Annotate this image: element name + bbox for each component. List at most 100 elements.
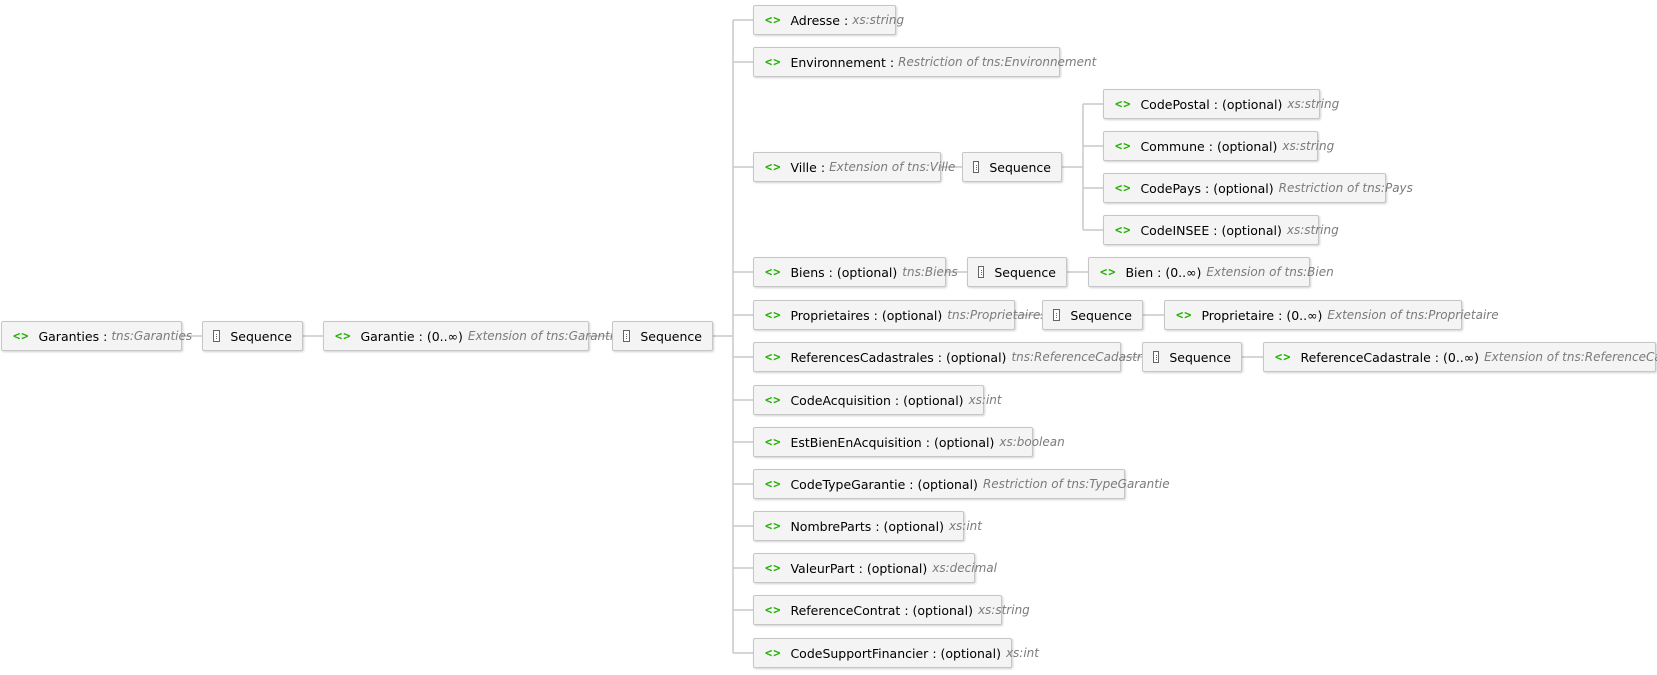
sequence-icon bbox=[973, 161, 980, 173]
element-icon: <> bbox=[1100, 265, 1117, 279]
element-type: xs:decimal bbox=[932, 561, 997, 575]
element-name: Biens bbox=[790, 264, 825, 280]
name-separator: : bbox=[1205, 180, 1210, 196]
name-separator: : bbox=[873, 307, 878, 323]
element-icon: <> bbox=[765, 350, 782, 364]
element-type: Restriction of tns:TypeGarantie bbox=[982, 477, 1170, 491]
element-codepostal[interactable]: <> CodePostal: (optional) xs:string bbox=[1103, 89, 1339, 119]
sequence-proprietaires[interactable]: Sequence bbox=[1042, 300, 1143, 330]
name-separator: : bbox=[1208, 138, 1213, 154]
element-type: xs:int bbox=[1005, 646, 1039, 660]
name-separator: : bbox=[932, 645, 937, 661]
element-type: tns:Biens bbox=[902, 265, 958, 279]
element-codeacquisition[interactable]: <> CodeAcquisition: (optional) xs:int bbox=[753, 385, 1002, 415]
element-biens[interactable]: <> Biens: (optional) tns:Biens bbox=[753, 257, 958, 287]
element-name: EstBienEnAcquisition bbox=[790, 434, 922, 450]
sequence-biens[interactable]: Sequence bbox=[967, 257, 1067, 287]
name-separator: : bbox=[904, 602, 909, 618]
element-type: Extension of tns:Garantie bbox=[467, 329, 621, 343]
element-estbienenacquisition[interactable]: <> EstBienEnAcquisition: (optional) xs:b… bbox=[753, 427, 1065, 457]
element-name: Garantie bbox=[360, 328, 415, 344]
element-type: xs:string bbox=[1287, 97, 1340, 111]
element-name: ReferenceCadastrale bbox=[1300, 349, 1431, 365]
element-icon: <> bbox=[765, 13, 782, 27]
element-type: Restriction of tns:Environnement bbox=[898, 55, 1097, 69]
name-separator: : bbox=[909, 476, 914, 492]
sequence-garantie[interactable]: Sequence bbox=[612, 321, 713, 351]
element-referencescadastrales[interactable]: <> ReferencesCadastrales: (optional) tns… bbox=[753, 342, 1166, 372]
element-occurrence: (optional) bbox=[933, 434, 995, 450]
element-icon: <> bbox=[13, 329, 30, 343]
name-separator: : bbox=[1157, 264, 1162, 280]
sequence-icon bbox=[1153, 351, 1160, 363]
element-name: NombreParts bbox=[790, 518, 872, 534]
element-valeurpart[interactable]: <> ValeurPart: (optional) xs:decimal bbox=[753, 553, 997, 583]
name-separator: : bbox=[1213, 96, 1218, 112]
element-codeinsee[interactable]: <> CodeINSEE: (optional) xs:string bbox=[1103, 215, 1339, 245]
element-name: Ville bbox=[790, 159, 817, 175]
name-separator: : bbox=[844, 12, 849, 28]
element-occurrence: (optional) bbox=[946, 349, 1007, 365]
name-separator: : bbox=[889, 54, 895, 70]
element-icon: <> bbox=[1115, 139, 1132, 153]
element-environnement[interactable]: <> Environnement: Restriction of tns:Env… bbox=[753, 47, 1096, 77]
element-bien[interactable]: <> Bien: (0..∞) Extension of tns:Bien bbox=[1088, 257, 1334, 287]
sequence-icon bbox=[1053, 309, 1061, 321]
element-name: Garanties bbox=[38, 328, 100, 344]
element-occurrence: (optional) bbox=[836, 264, 898, 280]
sequence-label: Sequence bbox=[230, 328, 292, 344]
element-ville[interactable]: <> Ville: Extension of tns:Ville bbox=[753, 152, 955, 182]
element-adresse[interactable]: <> Adresse: xs:string bbox=[753, 5, 904, 35]
name-separator: : bbox=[828, 264, 833, 280]
element-icon: <> bbox=[1176, 308, 1193, 322]
element-icon: <> bbox=[1115, 97, 1132, 111]
name-separator: : bbox=[103, 328, 108, 344]
element-name: Environnement bbox=[790, 54, 886, 70]
element-type: tns:Proprietaires bbox=[947, 308, 1047, 322]
element-codesupportfinancier[interactable]: <> CodeSupportFinancier: (optional) xs:i… bbox=[753, 638, 1039, 668]
element-icon: <> bbox=[765, 393, 782, 407]
element-proprietaire[interactable]: <> Proprietaire: (0..∞) Extension of tns… bbox=[1164, 300, 1499, 330]
element-commune[interactable]: <> Commune: (optional) xs:string bbox=[1103, 131, 1334, 161]
element-icon: <> bbox=[1275, 350, 1292, 364]
element-occurrence: (0..∞) bbox=[1442, 349, 1480, 365]
sequence-ville[interactable]: Sequence bbox=[962, 152, 1062, 182]
element-type: tns:Garanties bbox=[111, 329, 193, 343]
element-codepays[interactable]: <> CodePays: (optional) Restriction of t… bbox=[1103, 173, 1413, 203]
element-occurrence: (optional) bbox=[1213, 180, 1274, 196]
name-separator: : bbox=[894, 392, 900, 408]
element-type: xs:boolean bbox=[999, 435, 1065, 449]
element-occurrence: (0..∞) bbox=[1165, 264, 1202, 280]
element-referencecadastrale[interactable]: <> ReferenceCadastrale: (0..∞) Extension… bbox=[1263, 342, 1657, 372]
element-referencecontrat[interactable]: <> ReferenceContrat: (optional) xs:strin… bbox=[753, 595, 1030, 625]
name-separator: : bbox=[937, 349, 943, 365]
element-codetypegarantie[interactable]: <> CodeTypeGarantie: (optional) Restrict… bbox=[753, 469, 1170, 499]
element-occurrence: (optional) bbox=[1221, 96, 1283, 112]
element-name: CodeTypeGarantie bbox=[790, 476, 906, 492]
element-type: xs:string bbox=[852, 13, 905, 27]
element-occurrence: (optional) bbox=[866, 560, 928, 576]
element-occurrence: (optional) bbox=[940, 645, 1001, 661]
element-name: ValeurPart bbox=[790, 560, 855, 576]
element-garanties[interactable]: <> Garanties: tns:Garanties bbox=[1, 321, 192, 351]
element-garantie[interactable]: <> Garantie: (0..∞) Extension of tns:Gar… bbox=[323, 321, 621, 351]
element-name: CodePays bbox=[1140, 180, 1201, 196]
name-separator: : bbox=[925, 434, 930, 450]
element-proprietaires[interactable]: <> Proprietaires: (optional) tns:Proprie… bbox=[753, 300, 1047, 330]
element-type: Extension of tns:Ville bbox=[829, 160, 956, 174]
sequence-label: Sequence bbox=[1169, 349, 1231, 365]
element-nombreparts[interactable]: <> NombreParts: (optional) xs:int bbox=[753, 511, 982, 541]
element-icon: <> bbox=[765, 160, 782, 174]
element-icon: <> bbox=[765, 308, 782, 322]
element-name: CodeINSEE bbox=[1140, 222, 1210, 238]
element-name: ReferencesCadastrales bbox=[790, 349, 934, 365]
sequence-garanties[interactable]: Sequence bbox=[202, 321, 303, 351]
element-name: Proprietaires bbox=[790, 307, 870, 323]
name-separator: : bbox=[418, 328, 423, 344]
element-name: CodePostal bbox=[1140, 96, 1210, 112]
name-separator: : bbox=[1213, 222, 1218, 238]
element-icon: <> bbox=[1115, 223, 1132, 237]
sequence-referencescadastrales[interactable]: Sequence bbox=[1142, 342, 1242, 372]
element-occurrence: (0..∞) bbox=[426, 328, 463, 344]
